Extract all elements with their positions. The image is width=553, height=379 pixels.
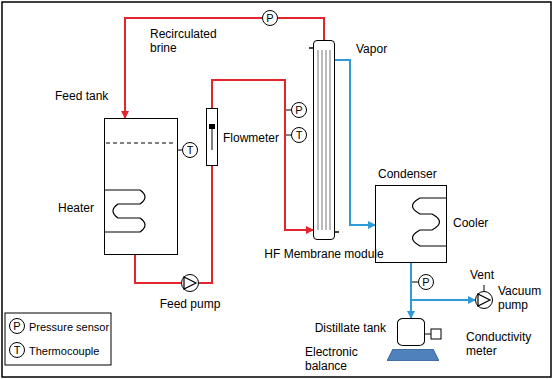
- feed-tank: Feed tank: [104, 118, 178, 255]
- pressure-sensor: P: [291, 102, 307, 118]
- hollow-fibers: [318, 50, 330, 230]
- pipe-line: [125, 18, 324, 118]
- flowmeter: Flowmeter: [206, 108, 218, 166]
- label: Cooler: [453, 216, 488, 230]
- legend-symbol: T: [9, 342, 25, 358]
- thermocouple: T: [182, 142, 198, 158]
- legend-text: Pressure sensor: [29, 320, 109, 334]
- node-label: Condenser: [378, 167, 437, 181]
- label: Vapor: [356, 42, 387, 56]
- cooling-coil: [413, 198, 448, 246]
- sensor-letter: P: [422, 277, 429, 288]
- node-label: Distillate tank: [315, 321, 386, 335]
- node-label: Flowmeter: [223, 131, 279, 145]
- node-label: Feed tank: [55, 89, 108, 103]
- legend-text: Thermocouple: [29, 344, 99, 358]
- float: [212, 128, 213, 150]
- pressure-sensor: P: [262, 10, 278, 26]
- node-label: HF Membrane module: [264, 247, 383, 261]
- pipe-line: [199, 166, 212, 283]
- node-label: Feed pump: [160, 297, 221, 311]
- feed-pump: Feed pump: [181, 274, 199, 292]
- float: [209, 124, 215, 129]
- legend-box: [5, 313, 111, 365]
- vacuum-pump: Vacuum pump: [475, 291, 493, 309]
- label: Conductivity meter: [466, 330, 544, 358]
- pipe-line: [135, 255, 181, 283]
- conductivity-probe: [431, 329, 441, 339]
- balance-shape: [387, 349, 439, 361]
- sensor-letter: P: [13, 321, 20, 332]
- distillate-tank: Distillate tank: [397, 318, 425, 346]
- thermocouple: T: [291, 127, 307, 143]
- label: Recirculated brine: [150, 27, 230, 55]
- pipe-line: [212, 80, 313, 230]
- pump-symbol: [478, 294, 490, 306]
- sensor-letter: P: [295, 105, 302, 116]
- conductivity-probe: [425, 334, 431, 335]
- legend-symbol: P: [9, 318, 25, 334]
- pipe-line: [411, 263, 475, 300]
- electronic-balance: Electronic balance: [387, 349, 439, 361]
- membrane-module: HF Membrane module: [313, 40, 335, 240]
- label: Heater: [58, 201, 94, 215]
- pump-symbol: [184, 277, 196, 289]
- node-label: Vacuum pump: [498, 284, 550, 312]
- liquid-level: [106, 143, 176, 144]
- condenser: Condenser: [375, 185, 447, 263]
- heater-coil: [104, 190, 145, 232]
- label: Vent: [470, 268, 494, 282]
- sensor-letter: T: [14, 345, 21, 356]
- sensor-stub: [411, 282, 418, 283]
- sensor-letter: T: [187, 145, 194, 156]
- pipe-line: [335, 60, 375, 225]
- sensor-letter: P: [266, 13, 273, 24]
- node-label: Electronic balance: [305, 345, 377, 373]
- pressure-sensor: P: [418, 274, 434, 290]
- sensor-letter: T: [296, 130, 303, 141]
